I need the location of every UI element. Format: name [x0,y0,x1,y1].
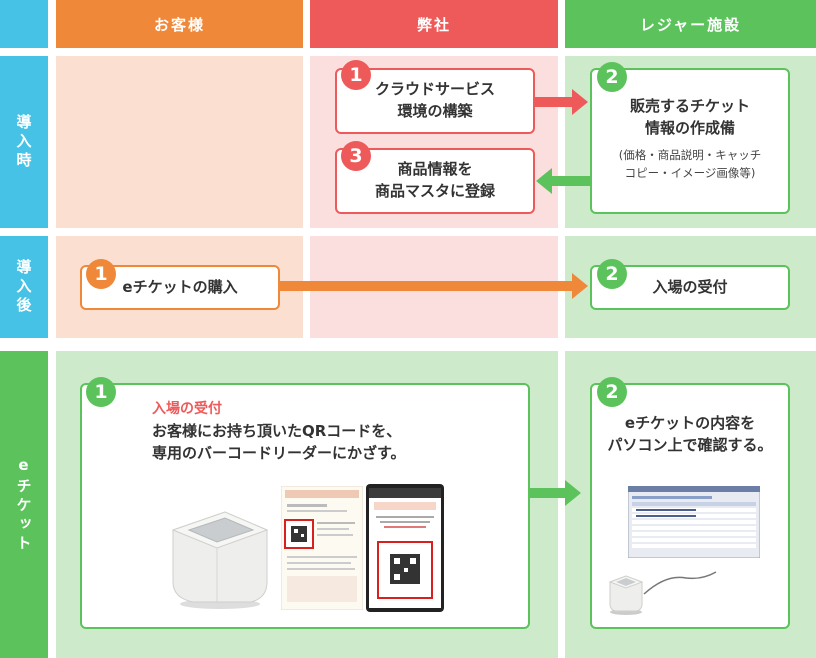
row-label-after: 導入後 [0,236,48,338]
header-company: 弊社 [310,0,558,48]
step-register-line1: 商品情報を [397,160,473,179]
step-cloud-box: クラウドサービス 環境の構築 [335,68,535,134]
step-scan-title: 入場の受付 [152,401,222,417]
smartphone-ticket-illustration [366,484,444,612]
step-purchase-number: 1 [86,259,116,289]
step-confirm-line1: eチケットの内容を [624,414,756,432]
step-ticket-info-number: 2 [597,62,627,92]
step-register-line2: 商品マスタに登録 [374,182,495,200]
step-ticket-info-line2: 情報の作成備 [644,118,735,137]
step-scan-line1: お客様にお持ち頂いたQRコードを、 [152,422,402,441]
step-cloud-number: 1 [341,60,371,90]
small-reader-illustration [608,571,717,615]
header-facility: レジャー施設 [565,0,816,48]
step-cloud-line1: クラウドサービス [374,80,495,99]
arrow-purchase-to-reception [280,273,588,299]
step-cloud-line2: 環境の構築 [397,102,473,120]
step-confirm-line2: パソコン上で確認する。 [607,435,773,454]
pc-screen-illustration [628,486,760,558]
step-ticket-info-line1: 販売するチケット [629,97,750,115]
row-label-eticket: eチケット [0,351,48,658]
step-ticket-info-box: 販売するチケット 情報の作成備 (価格・商品説明・キャッチ コピー・イメージ画像… [590,68,790,214]
header-customer: お客様 [56,0,303,48]
step-reception-label: 入場の受付 [652,277,728,296]
step-scan-number: 1 [86,377,116,407]
paper-ticket-illustration [281,486,363,610]
row-label-intro: 導入時 [0,56,48,228]
step-purchase-label: eチケットの購入 [122,277,238,296]
cell-intro-customer [56,56,303,228]
arrow-scan-to-confirm [530,480,581,506]
step-ticket-info-note2: コピー・イメージ画像等) [624,165,756,180]
step-scan-line2: 専用のバーコードリーダーにかざす。 [152,444,406,463]
barcode-reader-illustration [171,511,269,609]
step-register-number: 3 [341,141,371,171]
corner-cell [0,0,48,48]
step-reception-number: 2 [597,259,627,289]
step-ticket-info-note1: (価格・商品説明・キャッチ [618,147,762,162]
arrow-cloud-to-ticket-info [535,89,588,115]
arrow-ticket-info-to-register [536,168,590,194]
step-confirm-number: 2 [597,377,627,407]
